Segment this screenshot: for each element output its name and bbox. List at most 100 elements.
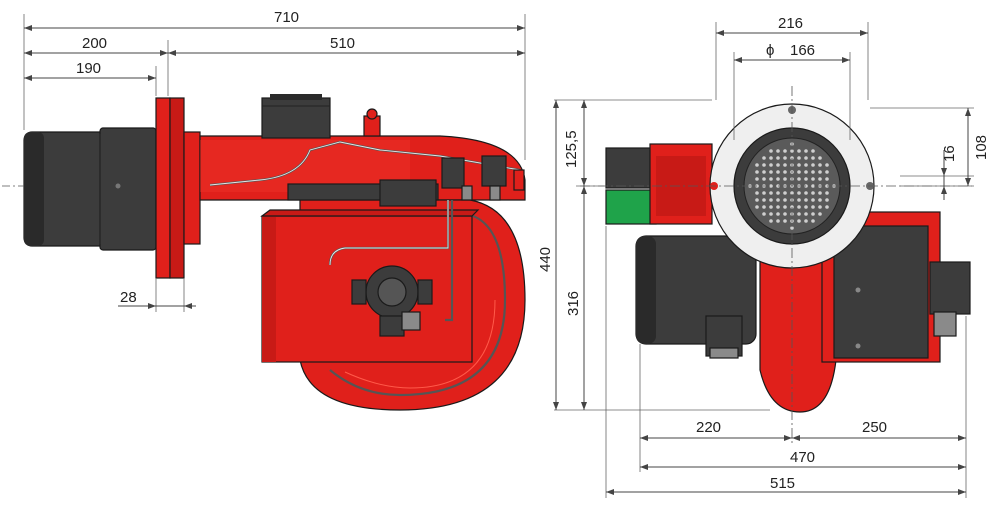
dim-right-width: 250	[862, 419, 887, 436]
air-hole	[755, 205, 759, 209]
air-hole	[783, 219, 787, 223]
air-hole	[818, 170, 822, 174]
air-hole	[797, 205, 801, 209]
air-hole	[825, 177, 829, 181]
air-hole	[811, 191, 815, 195]
dim-base-width: 470	[790, 449, 815, 466]
air-hole	[769, 219, 773, 223]
dim-head-diameter: 166	[790, 42, 815, 59]
air-hole	[797, 198, 801, 202]
air-hole	[769, 177, 773, 181]
air-hole	[762, 170, 766, 174]
air-hole	[811, 177, 815, 181]
mounting-flange	[155, 97, 201, 279]
air-hole	[818, 191, 822, 195]
air-hole	[769, 205, 773, 209]
air-hole	[755, 191, 759, 195]
air-hole	[811, 170, 815, 174]
air-hole	[825, 163, 829, 167]
air-hole	[797, 177, 801, 181]
air-hole	[804, 191, 808, 195]
air-hole	[776, 149, 780, 153]
dim-overall-width: 515	[770, 475, 795, 492]
air-hole	[797, 149, 801, 153]
air-hole	[776, 205, 780, 209]
air-hole	[769, 184, 773, 188]
air-hole	[790, 191, 794, 195]
air-hole	[818, 212, 822, 216]
air-hole	[818, 205, 822, 209]
air-hole	[755, 177, 759, 181]
air-hole	[811, 219, 815, 223]
dim-total-height: 440	[537, 247, 554, 272]
air-hole	[776, 191, 780, 195]
dim-flange-width: 216	[778, 15, 803, 32]
air-hole	[776, 156, 780, 160]
air-hole	[783, 205, 787, 209]
air-hole	[755, 170, 759, 174]
fuel-lines	[209, 140, 525, 322]
air-hole	[769, 191, 773, 195]
air-hole	[769, 198, 773, 202]
air-hole	[797, 212, 801, 216]
air-hole	[762, 177, 766, 181]
blast-tube	[23, 127, 157, 251]
front-dimensions: 216 ϕ 166 125,5 440 316 108 16 220 250 4…	[537, 15, 990, 498]
air-hole	[783, 149, 787, 153]
air-hole	[783, 212, 787, 216]
air-hole	[825, 191, 829, 195]
air-hole	[769, 163, 773, 167]
air-hole	[762, 191, 766, 195]
air-hole	[776, 212, 780, 216]
dim-head-length: 190	[76, 60, 101, 77]
burner-housing	[199, 94, 526, 411]
air-hole	[776, 177, 780, 181]
air-hole	[825, 205, 829, 209]
air-hole	[776, 170, 780, 174]
air-hole	[776, 198, 780, 202]
dim-diameter-symbol: ϕ	[766, 42, 774, 59]
dim-flange-thickness: 28	[120, 289, 137, 306]
dim-right-offset-upper: 108	[973, 135, 990, 160]
air-hole	[790, 226, 794, 230]
control-box	[605, 143, 713, 225]
side-view: 710 200 510 190 28	[2, 9, 526, 411]
air-hole	[762, 156, 766, 160]
air-hole	[790, 149, 794, 153]
air-hole	[797, 170, 801, 174]
air-hole	[797, 156, 801, 160]
air-hole	[797, 219, 801, 223]
air-hole	[811, 184, 815, 188]
air-hole	[755, 198, 759, 202]
air-hole	[811, 198, 815, 202]
air-hole	[804, 156, 808, 160]
air-hole	[776, 163, 780, 167]
air-hole	[818, 163, 822, 167]
air-hole	[804, 198, 808, 202]
air-hole	[811, 149, 815, 153]
dim-body-length: 510	[330, 35, 355, 52]
air-hole	[804, 205, 808, 209]
air-hole	[811, 163, 815, 167]
air-hole	[783, 156, 787, 160]
air-holes	[748, 142, 836, 230]
green-connector	[605, 189, 657, 225]
air-hole	[804, 149, 808, 153]
fuel-pump	[351, 265, 433, 337]
air-hole	[811, 205, 815, 209]
air-hole	[769, 149, 773, 153]
dim-overall-length: 710	[274, 9, 299, 26]
dim-top-offset: 125,5	[563, 130, 580, 168]
air-hole	[783, 177, 787, 181]
fan-motor	[635, 235, 757, 359]
air-hole	[762, 163, 766, 167]
air-hole	[783, 170, 787, 174]
air-hole	[769, 170, 773, 174]
air-hole	[776, 219, 780, 223]
dim-right-offset-small: 16	[941, 145, 958, 162]
air-hole	[804, 212, 808, 216]
air-hole	[804, 219, 808, 223]
air-hole	[755, 163, 759, 167]
air-hole	[804, 163, 808, 167]
